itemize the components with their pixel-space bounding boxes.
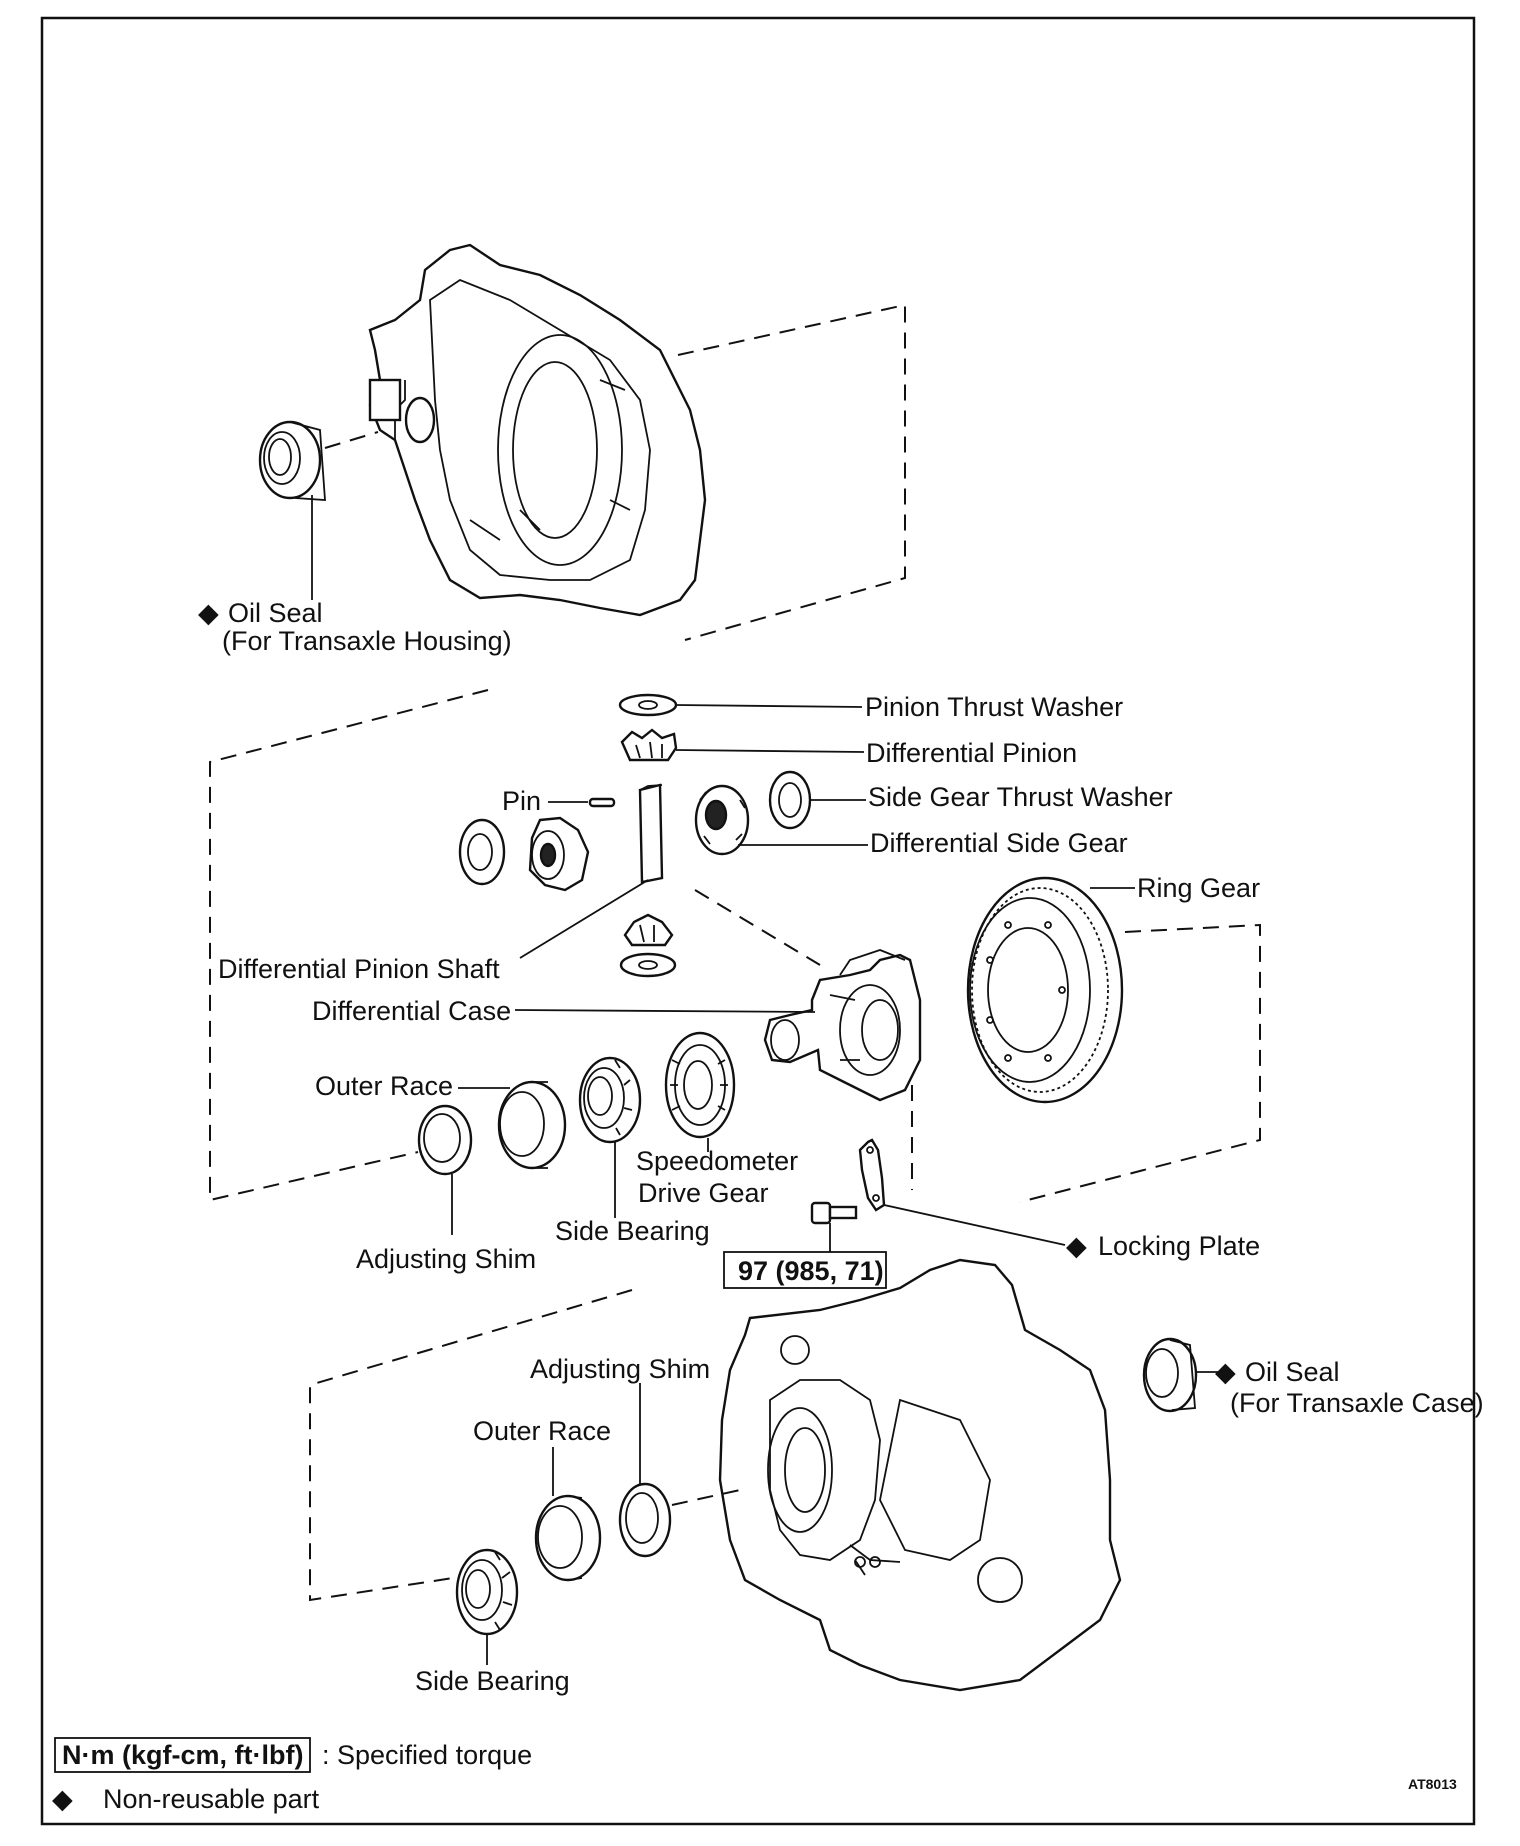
pin-part [588,797,616,808]
pinion-thrust-washer-top [618,693,678,717]
legend-nonreusable-symbol: ◆ [52,1784,73,1814]
label-side-gear-thrust-washer: Side Gear Thrust Washer [868,782,1173,812]
label-oil-seal-case-sub: (For Transaxle Case) [1230,1388,1484,1418]
differential-pinion-bottom [619,913,677,978]
adjusting-shim-lower [618,1482,672,1558]
label-speedometer-1: Speedometer [636,1146,798,1176]
label-side-bearing-upper: Side Bearing [555,1216,710,1246]
nonreusable-marker-oil-seal-case: ◆ [1215,1357,1236,1387]
side-gear-thrust-washer-right [768,770,812,830]
label-outer-race-lower: Outer Race [473,1416,611,1446]
ring-gear [966,876,1124,1104]
oil-seal-housing [258,420,379,501]
housing-dashed-outline [677,303,906,641]
figure-code: AT8013 [1408,1776,1457,1792]
torque-box [723,1251,887,1289]
differential-pinion-top [620,728,678,762]
label-pinion-thrust-washer: Pinion Thrust Washer [865,692,1123,722]
label-differential-pinion-shaft: Differential Pinion Shaft [218,954,500,984]
transaxle-case [718,1258,1122,1692]
differential-side-gear-right [694,784,750,856]
differential-dashed-outline [209,689,489,1202]
label-differential-case: Differential Case [312,996,511,1026]
case-dashed-outline [309,1289,633,1602]
label-adjusting-shim-upper: Adjusting Shim [356,1244,536,1274]
side-bearing-lower [455,1548,519,1636]
label-differential-pinion: Differential Pinion [866,738,1077,768]
outer-race-lower [534,1494,602,1582]
label-speedometer-2: Drive Gear [638,1178,769,1208]
label-outer-race-upper: Outer Race [315,1071,453,1101]
outer-race-upper [497,1080,567,1170]
legend-torque-units: N·m (kgf-cm, ft·lbf) [62,1740,303,1770]
differential-pinion-shaft [638,783,664,884]
label-pin: Pin [502,786,541,816]
transaxle-housing [368,243,707,617]
label-oil-seal-housing: Oil Seal [228,598,323,628]
differential-side-gear-left [458,816,590,892]
differential-dashed-outline-right [1019,923,1261,1203]
side-bearing-upper [578,1056,642,1144]
label-differential-side-gear: Differential Side Gear [870,828,1128,858]
label-oil-seal-case: Oil Seal [1245,1357,1340,1387]
torque-value: 97 (985, 71) [738,1256,884,1286]
locking-plate [858,1138,886,1212]
label-locking-plate: Locking Plate [1098,1231,1260,1261]
adjusting-shim-upper [417,1104,473,1176]
case-dashed-to-shim [671,1489,741,1506]
oil-seal-case [1142,1337,1198,1413]
diagram-frame [40,16,1476,1826]
differential-case [763,949,922,1102]
legend-torque-box [54,1737,311,1773]
differential-dashed-to-case [694,889,821,966]
legend-nonreusable-desc: Non-reusable part [103,1784,320,1814]
label-ring-gear: Ring Gear [1137,873,1260,903]
legend-torque-desc: : Specified torque [322,1740,532,1770]
nonreusable-marker-locking-plate: ◆ [1066,1231,1087,1261]
speedometer-drive-gear [664,1031,736,1139]
label-adjusting-shim-lower: Adjusting Shim [530,1354,710,1384]
label-side-bearing-lower: Side Bearing [415,1666,570,1696]
bolt [810,1201,858,1225]
nonreusable-marker-oil-seal-housing: ◆ [198,598,219,628]
label-oil-seal-housing-sub: (For Transaxle Housing) [222,626,512,656]
